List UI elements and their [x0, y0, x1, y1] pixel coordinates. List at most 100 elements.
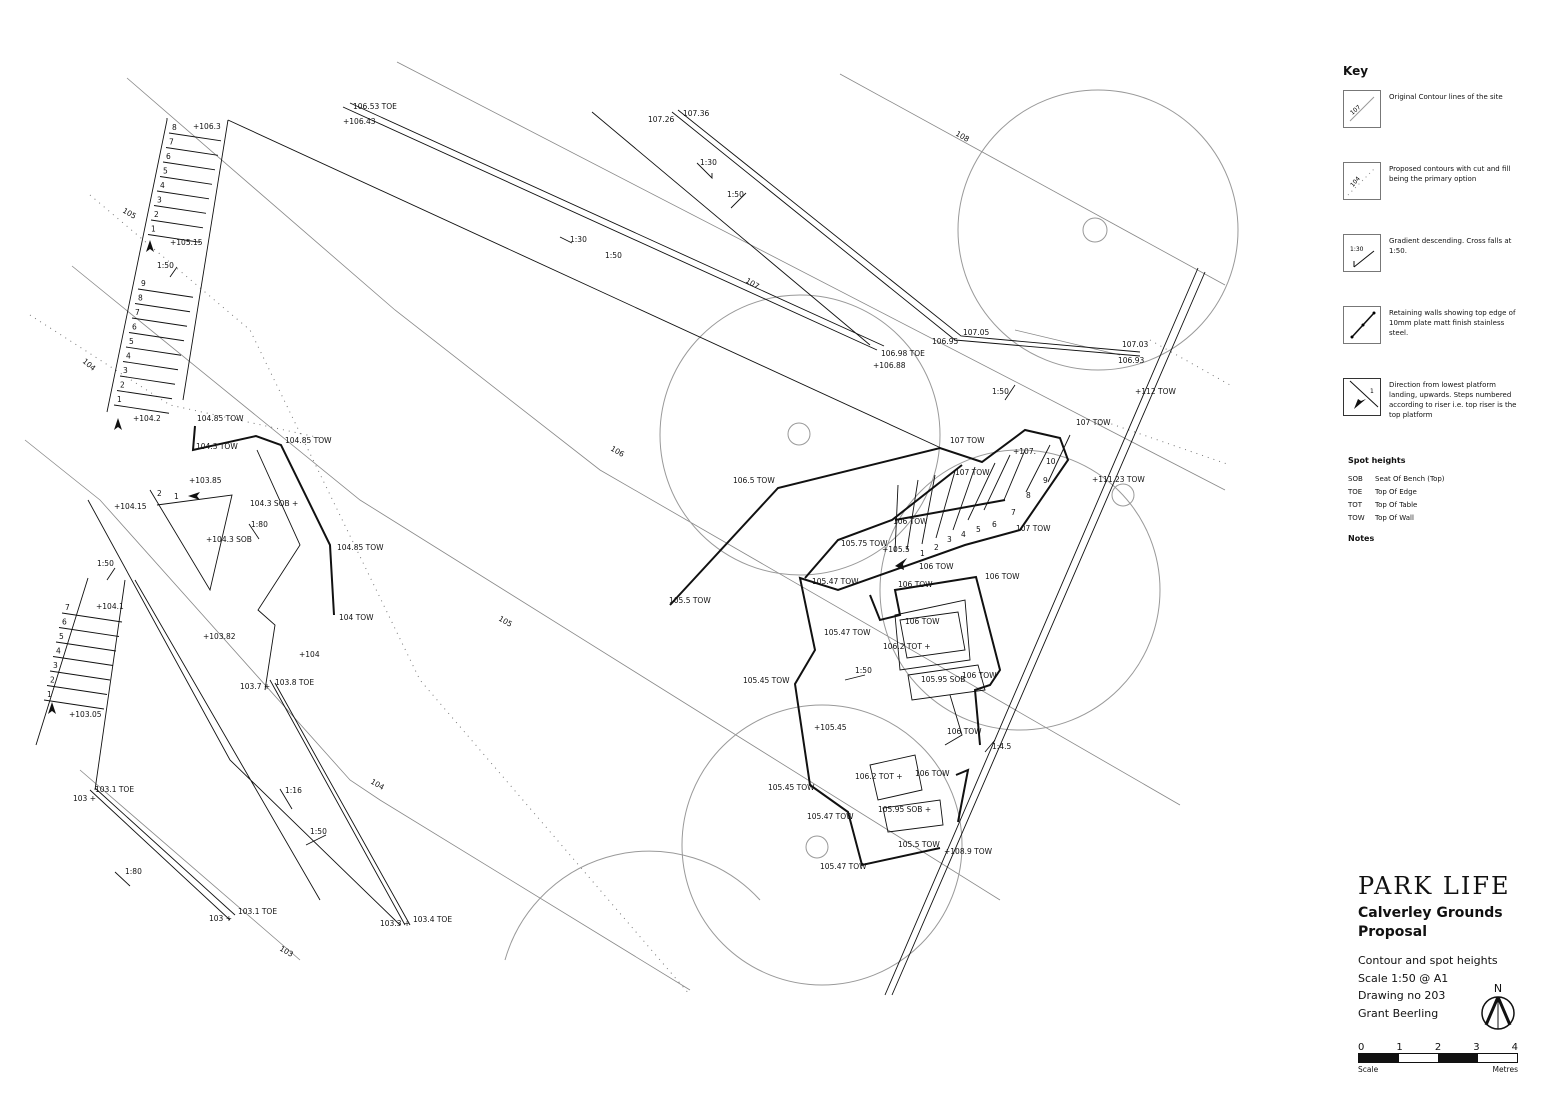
step-number: 8 [172, 123, 177, 132]
step-number: 1 [151, 225, 156, 234]
spot-label: 105.5 TOW [898, 840, 940, 849]
spot-label: 104.85 TOW [337, 543, 384, 552]
spot-label: 3 [947, 535, 952, 544]
step-number: 4 [56, 647, 61, 656]
step-number: 3 [157, 196, 162, 205]
drawing-author: Grant Beerling [1358, 1006, 1439, 1020]
spot-label: 4 [961, 530, 966, 539]
north-arrow: N [1478, 982, 1518, 1034]
spot-label: +107. [1013, 447, 1036, 456]
direction-arrows [48, 240, 907, 714]
step-riser [125, 346, 182, 356]
step-riser [122, 361, 179, 371]
step-riser [168, 132, 222, 142]
step-riser [137, 288, 194, 298]
spot-label: +105.5 [882, 545, 910, 554]
spot-label: 103.8 TOE [275, 678, 314, 687]
spot-label: +103.05 [69, 710, 102, 719]
step-riser [165, 147, 219, 156]
step-riser [119, 375, 176, 385]
notes-title: Notes [1348, 534, 1375, 543]
spot-label: 1 [920, 549, 925, 558]
spot-label: 106 TOW [893, 517, 928, 526]
key-text: Original Contour lines of the site [1389, 93, 1503, 101]
spot-label: 5 [976, 525, 981, 534]
spot-label: 106.2 TOT + [883, 642, 931, 651]
proposed-contour-icon: 104 [1343, 162, 1381, 200]
spot-label: 106 TOW [905, 617, 940, 626]
step-number: 4 [126, 352, 131, 361]
spot-label: +104.15 [114, 502, 147, 511]
spot-label: 104 TOW [339, 613, 374, 622]
step-riser [113, 404, 170, 414]
step-number: 2 [120, 381, 125, 390]
spot-label: 2 [157, 489, 162, 498]
spot-label: +103.82 [203, 632, 236, 641]
step-number: 5 [129, 337, 134, 346]
step-riser [147, 234, 201, 243]
spot-label: 1:30 [700, 158, 717, 167]
spot-label: 1:50 [727, 190, 744, 199]
step-number: 6 [166, 152, 171, 161]
stair-tread [921, 474, 936, 545]
spot-label: +105.45 [814, 723, 847, 732]
spot-label: 1:50 [157, 261, 174, 270]
spot-label: +104 [299, 650, 320, 659]
step-riser [156, 190, 210, 200]
step-number: 2 [50, 676, 55, 685]
gradient-arrow-icon: 1:30 [1343, 234, 1381, 272]
spot-label: 104.3 SOB + [250, 499, 298, 508]
step-number: 4 [160, 181, 165, 190]
spot-label: 103.3 + [380, 919, 410, 928]
spot-heights-title: Spot heights [1348, 456, 1406, 465]
step-riser [128, 332, 185, 342]
retaining-walls [191, 425, 1070, 867]
spot-label: 107.36 [683, 109, 709, 118]
spot-label: 103.1 TOE [95, 785, 134, 794]
spot-label: 107 TOW [950, 436, 985, 445]
spot-label: 1:50 [855, 666, 872, 675]
step-number: 3 [53, 661, 58, 670]
spot-label: 104 [369, 777, 386, 792]
spot-label: 106 [609, 444, 626, 459]
linear-features [87, 102, 1206, 996]
spot-label: 105.47 TOW [812, 577, 859, 586]
key-item-original-contour: 107 Original Contour lines of the site [1343, 90, 1543, 162]
key-text: Retaining walls showing top edge of 10mm… [1389, 309, 1516, 337]
brand-logo: PARK LIFE [1358, 872, 1511, 900]
spot-label: 1:80 [125, 867, 142, 876]
step-number: 9 [141, 279, 146, 288]
spot-label: 105.5 TOW [669, 596, 711, 605]
spot-label: 2 [934, 543, 939, 552]
spot-label: 106 TOW [947, 727, 982, 736]
stair-tread [1003, 449, 1026, 501]
step-riser [159, 176, 213, 185]
step-number: 7 [65, 603, 70, 612]
spot-label: 105.47 TOW [807, 812, 854, 821]
step-riser [153, 205, 207, 214]
spot-label: 106.95 [932, 337, 958, 346]
tree-canopies [504, 89, 1239, 986]
spot-label: 105.45 TOW [768, 783, 815, 792]
spot-label: 105.45 TOW [743, 676, 790, 685]
spot-label: 103 + [73, 794, 96, 803]
step-number: 7 [135, 308, 140, 317]
benches-tables [869, 599, 986, 833]
original-contours [24, 61, 1226, 991]
svg-text:104: 104 [1349, 175, 1362, 188]
step-direction-icon: 1 [1343, 378, 1381, 416]
spot-label: 1:50 [992, 387, 1009, 396]
north-arrow-icon [1481, 996, 1515, 1030]
stair-tread [983, 454, 1011, 511]
spot-label: 104.85 TOW [197, 414, 244, 423]
drawing-subtitle: Contour and spot heights [1358, 954, 1498, 967]
stair-tread [1047, 434, 1071, 483]
key-text: Gradient descending. Cross falls at 1:50… [1389, 237, 1512, 255]
key-item-proposed-contour: 104 Proposed contours with cut and fill … [1343, 162, 1543, 234]
